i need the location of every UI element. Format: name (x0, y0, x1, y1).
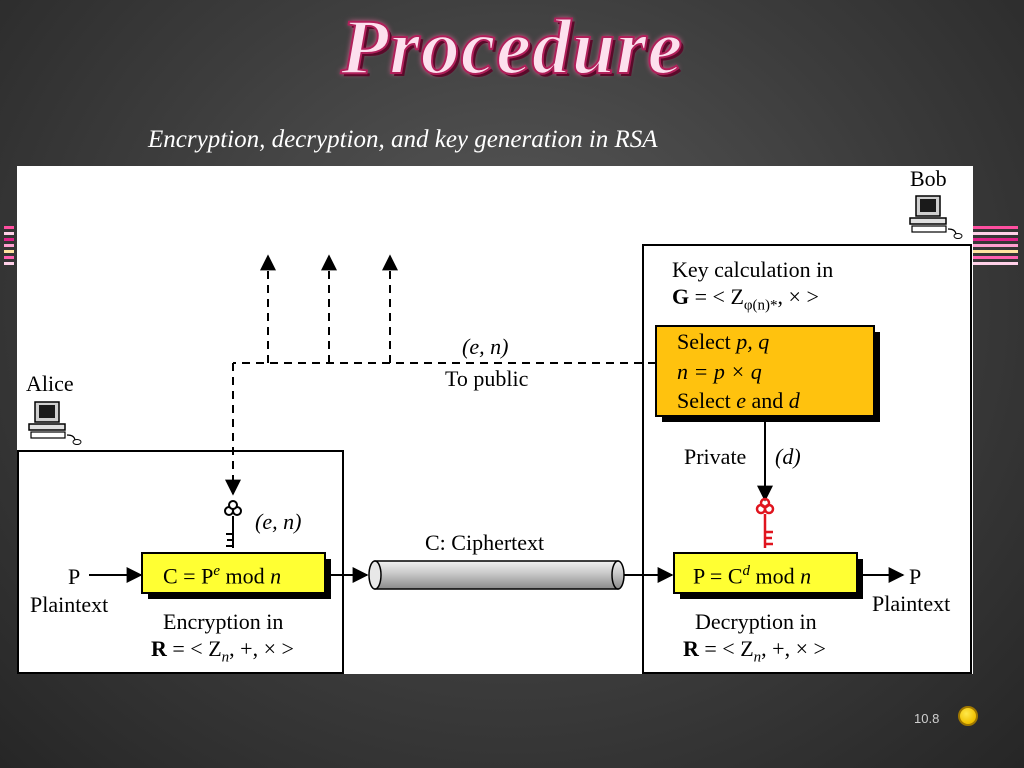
key-selection-box (655, 325, 875, 417)
decryption-formula-box (673, 552, 858, 594)
slide-subtitle: Encryption, decryption, and key generati… (148, 126, 658, 153)
input-plaintext-label: Plaintext (30, 592, 109, 617)
computer-icon-alice (28, 401, 82, 445)
encryption-formula-box (141, 552, 326, 594)
private-label: Private (684, 444, 747, 469)
computer-icon-bob (909, 195, 963, 239)
decorative-stripes-left (4, 226, 14, 274)
alice-box (17, 450, 344, 674)
page-number: 10.8 (914, 711, 940, 726)
select-ed-line: Select e and d (677, 388, 800, 413)
decryption-formula: P = Cd mod n (693, 563, 812, 589)
key-calculation-group: G = < Zφ(n)*, × > (672, 284, 819, 314)
to-public-label: To public (445, 366, 529, 391)
slide-title: Procedure (340, 2, 684, 91)
key-calculation-label: Key calculation in (672, 257, 834, 282)
n-formula-line: n = p × q (677, 359, 762, 384)
bob-box (642, 244, 972, 674)
encryption-formula: C = Pe mod n (163, 563, 282, 589)
alice-label: Alice (26, 371, 74, 396)
output-plaintext-label: Plaintext (872, 591, 951, 616)
decryption-ring-label: Decryption in (695, 609, 817, 634)
encryption-ring-label: Encryption in (163, 609, 284, 634)
bob-label: Bob (910, 166, 947, 191)
select-pq-line: Select p, q (677, 329, 770, 354)
alice-key-label: (e, n) (255, 509, 302, 534)
ciphertext-label: C: Ciphertext (425, 530, 545, 555)
page-indicator-dot (958, 706, 978, 726)
private-key-label: (d) (775, 444, 801, 469)
public-key-label: (e, n) (462, 334, 509, 359)
public-key-dashed-lines (225, 254, 656, 496)
diagram-graphics (17, 195, 972, 674)
ciphertext-channel (368, 560, 625, 590)
public-key-icon (224, 500, 242, 548)
input-p-label: P (68, 564, 81, 589)
decorative-stripes-right (972, 226, 1018, 274)
encryption-ring: R = < Zn, +, × > (151, 636, 294, 666)
private-key-icon (755, 497, 775, 548)
rsa-diagram: Bob Alice Key calculation in G = < Zφ(n)… (17, 166, 973, 674)
output-p-label: P (909, 564, 922, 589)
decryption-ring: R = < Zn, +, × > (683, 636, 826, 666)
